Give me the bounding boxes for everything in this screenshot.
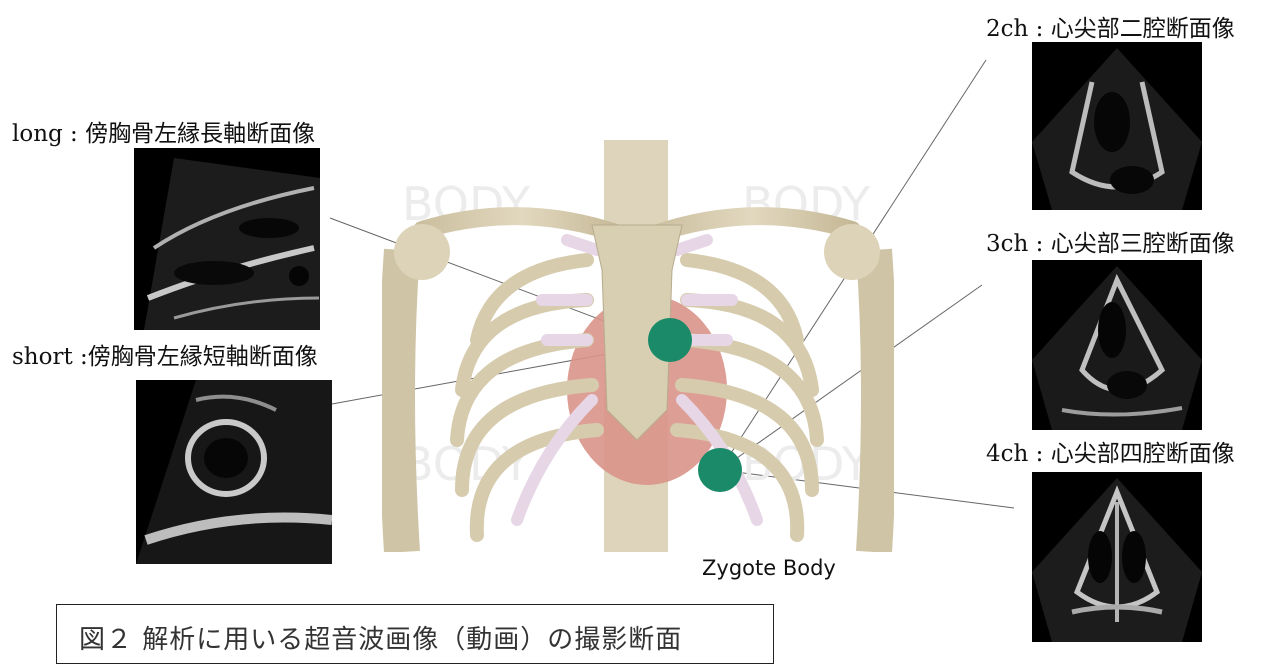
label-4ch-view: 4ch : 心尖部四腔断面像	[986, 443, 1235, 466]
illustration-credit: Zygote Body	[702, 556, 836, 580]
echo-image-4ch	[1032, 472, 1202, 642]
label-long-view: long : 傍胸骨左縁長軸断面像	[12, 123, 315, 146]
label-3ch-view: 3ch : 心尖部三腔断面像	[986, 233, 1235, 256]
label-2ch-view: 2ch : 心尖部二腔断面像	[986, 18, 1235, 41]
probe-marker-apical	[698, 448, 742, 492]
echo-image-3ch	[1032, 260, 1202, 430]
echo-image-long-axis	[134, 148, 320, 330]
figure-caption: 図２ 解析に用いる超音波画像（動画）の撮影断面	[79, 619, 682, 656]
figure-caption-box: 図２ 解析に用いる超音波画像（動画）の撮影断面	[56, 604, 774, 664]
label-short-view: short :傍胸骨左縁短軸断面像	[12, 346, 318, 369]
ribcage-illustration: BODY BODY BODY BODY	[382, 140, 894, 552]
echo-image-short-axis	[136, 380, 332, 564]
echo-image-2ch	[1032, 42, 1202, 210]
probe-marker-parasternal	[648, 318, 692, 362]
